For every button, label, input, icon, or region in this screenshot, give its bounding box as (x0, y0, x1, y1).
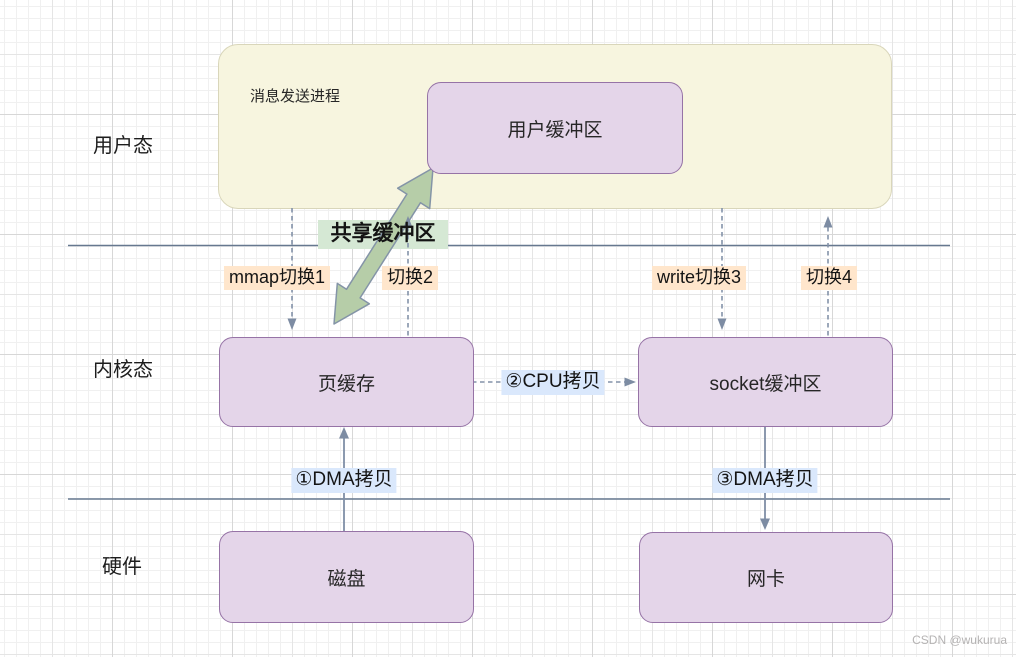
user-buffer-box: 用户缓冲区 (427, 82, 683, 174)
mmap-switch1-label: mmap切换1 (223, 266, 331, 290)
row-label-kernel-mode: 内核态 (93, 359, 153, 381)
page-cache-box: 页缓存 (219, 337, 474, 427)
disk-box: 磁盘 (219, 531, 474, 623)
disk-label: 磁盘 (327, 568, 366, 590)
switch4-label: 切换4 (800, 266, 858, 290)
write-switch3-arrow (717, 208, 727, 330)
dma-copy3-label: ③DMA拷贝 (712, 468, 818, 493)
process-box-label: 消息发送进程 (250, 88, 341, 105)
watermark: CSDN @wukurua (912, 633, 1007, 647)
switch4-arrow (823, 216, 833, 336)
row-label-hardware: 硬件 (102, 556, 142, 578)
nic-box: 网卡 (639, 532, 893, 623)
shared-buffer-arrow (333, 167, 434, 325)
mmap-switch1-arrow (287, 208, 297, 330)
page-cache-label: 页缓存 (317, 373, 375, 395)
cpu-copy2-label: ②CPU拷贝 (501, 370, 605, 395)
row-label-user-mode: 用户态 (93, 135, 153, 157)
write-switch3-label: write切换3 (651, 266, 747, 290)
socket-buffer-label: socket缓冲区 (709, 373, 822, 395)
switch2-label: 切换2 (381, 266, 439, 290)
nic-label: 网卡 (746, 569, 785, 590)
user-buffer-label: 用户缓冲区 (507, 119, 603, 141)
switch2-arrow (403, 216, 413, 336)
dma-copy1-label: ①DMA拷贝 (291, 468, 397, 493)
shared-buffer-label: 共享缓冲区 (330, 222, 436, 245)
socket-buffer-box: socket缓冲区 (638, 337, 893, 427)
